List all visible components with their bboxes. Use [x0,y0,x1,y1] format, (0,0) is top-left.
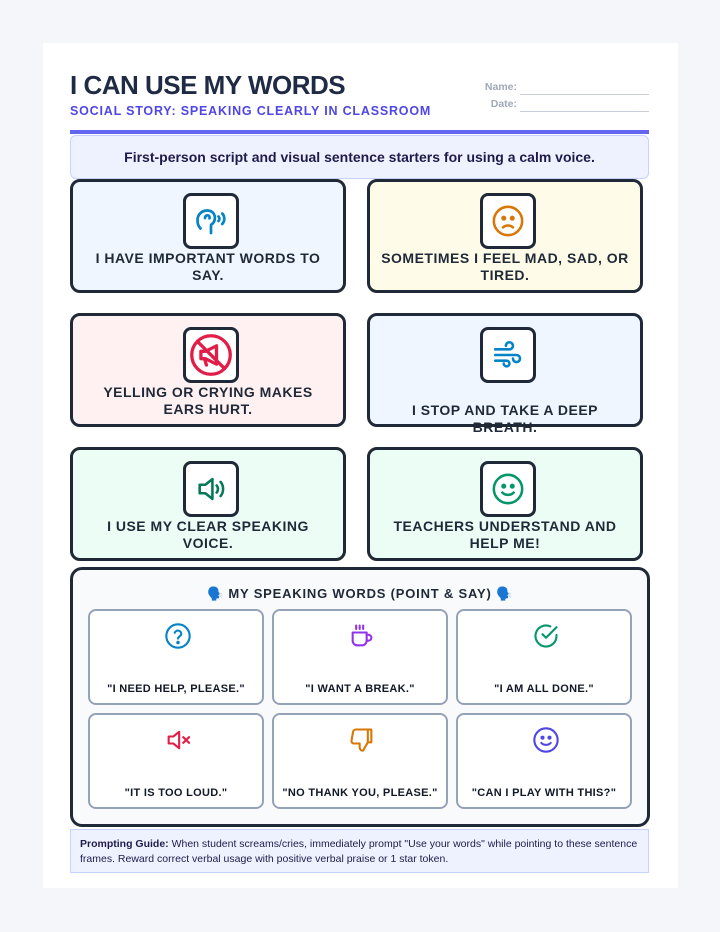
date-field[interactable]: Date: [483,98,649,112]
page-title: I CAN USE MY WORDS [70,70,346,100]
story-icon-box [480,327,536,383]
story-card-clear-voice: I USE MY CLEAR SPEAKING VOICE. [70,447,346,561]
question-circle-icon [165,623,191,649]
frown-face-icon [492,205,524,237]
word-card-text: "I WANT A BREAK." [305,683,415,695]
story-card-text: I STOP AND TAKE A DEEP BREATH. [411,402,599,435]
story-card-feelings: SOMETIMES I FEEL MAD, SAD, OR TIRED. [367,179,643,293]
prompting-guide-text: When student screams/cries, immediately … [80,838,638,865]
word-card-too-loud[interactable]: "IT IS TOO LOUD." [88,713,264,809]
thumbs-down-icon [350,728,373,752]
story-card-text: TEACHERS UNDERSTAND AND HELP ME! [393,518,617,551]
story-card-yelling: YELLING OR CRYING MAKES EARS HURT. [70,313,346,427]
coffee-cup-icon [351,624,373,647]
intro-banner: First-person script and visual sentence … [70,135,649,179]
word-card-can-i-play[interactable]: "CAN I PLAY WITH THIS?" [456,713,632,809]
smile-face-icon [533,727,559,753]
date-label: Date: [490,98,517,110]
story-icon-box [183,327,239,383]
story-icon-box [480,193,536,249]
volume-mute-icon [167,730,191,750]
story-icon-box [183,193,239,249]
check-circle-icon [534,624,558,648]
story-card-deep-breath: I STOP AND TAKE A DEEP BREATH. [367,313,643,435]
speaking-head-icon [196,209,226,235]
story-card-text: SOMETIMES I FEEL MAD, SAD, OR TIRED. [381,250,629,283]
word-card-text: "CAN I PLAY WITH THIS?" [471,787,617,799]
word-card-all-done[interactable]: "I AM ALL DONE." [456,609,632,705]
header-divider [70,130,649,134]
word-card-text: "IT IS TOO LOUD." [124,787,228,799]
word-card-text: "I AM ALL DONE." [494,683,594,695]
prompting-guide-label: Prompting Guide: [80,838,169,850]
story-icon-box [480,461,536,517]
speaking-words-title: 🗣️ MY SPEAKING WORDS (POINT & SAY) 🗣️ [207,586,513,601]
date-line [520,111,649,112]
word-card-text: "I NEED HELP, PLEASE." [107,683,245,695]
worksheet-page: I CAN USE MY WORDS SOCIAL STORY: SPEAKIN… [43,43,678,888]
speaking-words-panel: 🗣️ MY SPEAKING WORDS (POINT & SAY) 🗣️ "I… [70,567,650,827]
word-card-text: "NO THANK YOU, PLEASE." [282,787,438,799]
story-card-text: I HAVE IMPORTANT WORDS TO SAY. [95,250,321,283]
story-icon-box [183,461,239,517]
story-card-text: I USE MY CLEAR SPEAKING VOICE. [107,518,309,551]
name-label: Name: [484,81,517,93]
wind-icon [493,341,522,368]
speaker-volume-icon [198,477,225,501]
story-card-important-words: I HAVE IMPORTANT WORDS TO SAY. [70,179,346,293]
no-megaphone-icon [190,334,232,376]
smile-face-icon [492,473,524,505]
prompting-guide: Prompting Guide: When student screams/cr… [70,829,649,873]
word-card-no-thank-you[interactable]: "NO THANK YOU, PLEASE." [272,713,448,809]
story-card-teachers-help: TEACHERS UNDERSTAND AND HELP ME! [367,447,643,561]
word-card-need-help[interactable]: "I NEED HELP, PLEASE." [88,609,264,705]
story-card-text: YELLING OR CRYING MAKES EARS HURT. [103,384,313,417]
name-field[interactable]: Name: [483,81,649,95]
name-line [520,94,649,95]
page-subtitle: SOCIAL STORY: SPEAKING CLEARLY IN CLASSR… [70,104,432,118]
word-card-want-break[interactable]: "I WANT A BREAK." [272,609,448,705]
